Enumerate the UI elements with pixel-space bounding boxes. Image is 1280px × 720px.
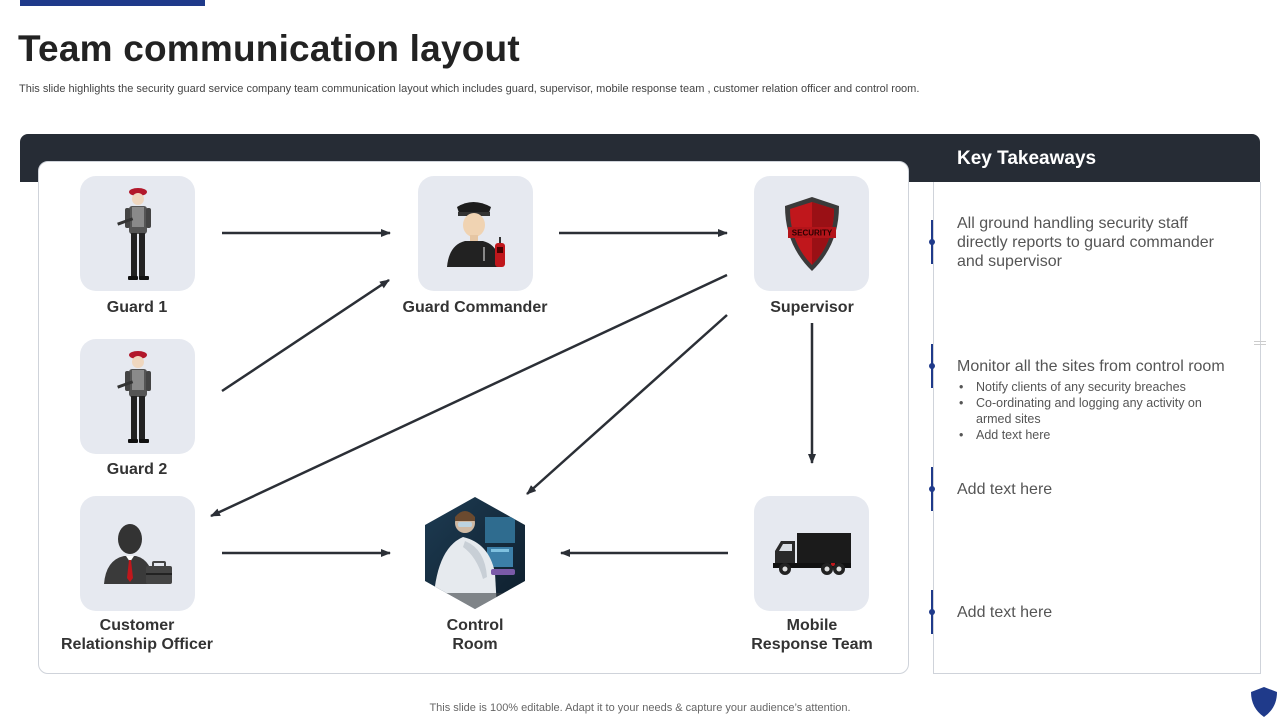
mobile-response-label-line1: Mobile [786, 617, 838, 634]
takeaway-4-text: Add text here [957, 604, 1053, 621]
guard-icon [116, 187, 151, 280]
truck-icon [772, 532, 851, 575]
police-officer-icon [446, 201, 505, 267]
top-accent-bar [20, 0, 205, 6]
supervisor-label: Supervisor [770, 299, 854, 316]
businessman-icon [103, 523, 172, 584]
takeaway-marker-1 [929, 220, 935, 264]
mobile-response-label: Mobile Response Team [702, 616, 922, 654]
security-shield-icon: SECURITY [784, 196, 839, 271]
guard1-label: Guard 1 [106, 299, 168, 316]
shield-badge-text: SECURITY [791, 228, 832, 237]
arrow-supervisor-to-cro [210, 273, 728, 518]
takeaway-2-subitem: Add text here [957, 427, 1227, 443]
takeaway-marker-2 [929, 344, 935, 388]
page-title: Team communication layout [18, 28, 520, 69]
guard1-card [80, 176, 195, 291]
guard-commander-card [418, 176, 533, 291]
takeaway-2-sublist: Notify clients of any security breaches … [957, 379, 1227, 443]
guard-icon [116, 350, 151, 443]
takeaway-2-subitem: Co-ordinating and logging any activity o… [957, 395, 1227, 427]
footer-note: This slide is 100% editable. Adapt it to… [429, 702, 851, 714]
corner-shield-icon [1251, 687, 1277, 717]
cro-card [80, 496, 195, 611]
takeaway-1-text: All ground handling security staff direc… [957, 215, 1214, 270]
control-room-label-line1: Control [446, 617, 504, 634]
control-room-image [425, 497, 525, 614]
supervisor-card: SECURITY [754, 176, 869, 291]
side-handle-mark [1254, 341, 1266, 345]
takeaway-marker-3 [929, 467, 935, 511]
takeaway-2-subitem: Notify clients of any security breaches [957, 379, 1227, 395]
mobile-response-card [754, 496, 869, 611]
guard-commander-label: Guard Commander [402, 299, 548, 316]
arrow-guard2-to-commander [221, 278, 390, 393]
guard2-label: Guard 2 [106, 461, 168, 478]
guard2-card [80, 339, 195, 454]
cro-label-line2: Relationship Officer [60, 636, 214, 653]
control-room-label: Control Room [365, 616, 585, 654]
page-subtitle: This slide highlights the security guard… [19, 83, 920, 95]
mobile-response-label-line2: Response Team [751, 636, 873, 653]
cro-label-line1: Customer [99, 617, 175, 634]
key-takeaways-heading: Key Takeaways [957, 148, 1097, 169]
control-room-label-line2: Room [452, 636, 498, 653]
takeaway-marker-4 [929, 590, 935, 634]
arrow-supervisor-to-control [526, 314, 728, 495]
takeaway-3-text: Add text here [957, 481, 1053, 498]
cro-label: Customer Relationship Officer [27, 616, 247, 654]
takeaway-2-text: Monitor all the sites from control room [957, 358, 1225, 375]
